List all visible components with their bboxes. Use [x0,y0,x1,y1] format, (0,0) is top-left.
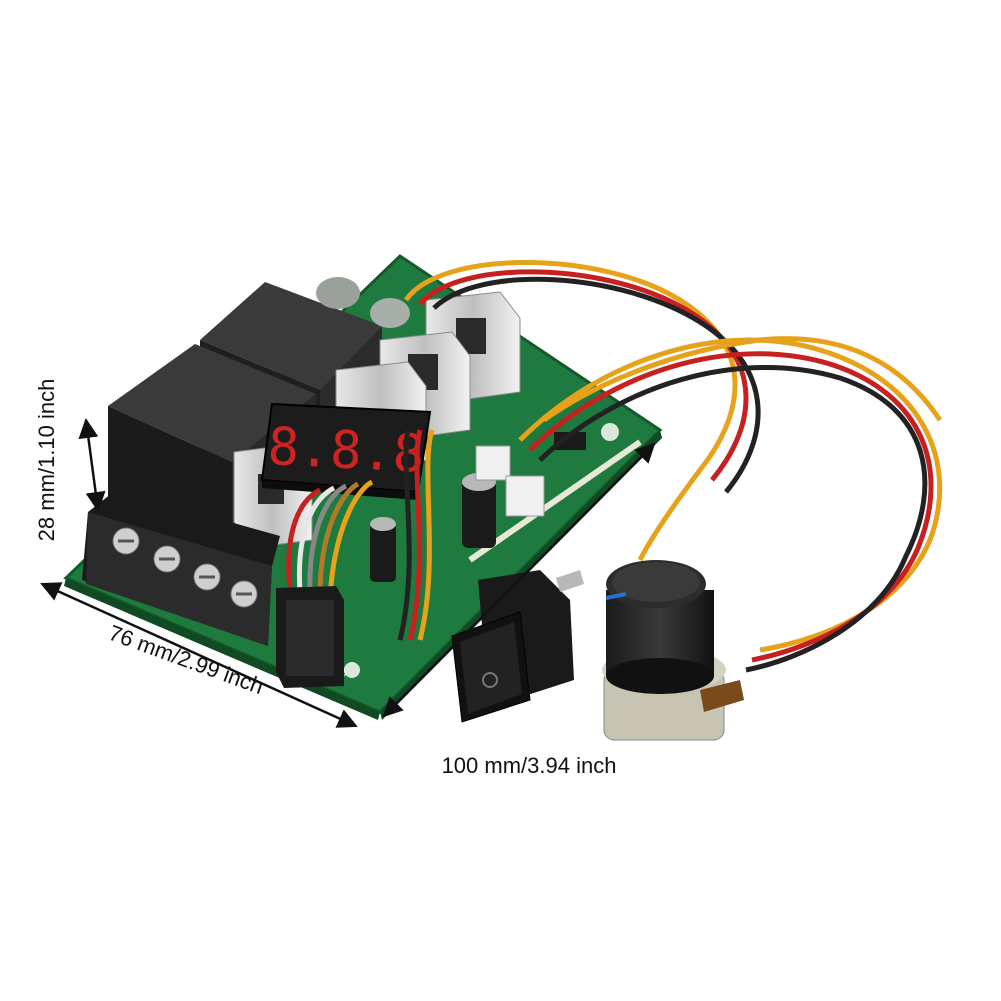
pin-header [276,586,344,688]
length-arrow [382,442,656,718]
height-dimension-label: 28 mm/1.10 inch [34,378,59,542]
potentiometer-wires [403,260,943,673]
potentiometer [602,560,744,741]
height-arrow [78,418,106,512]
length-dimension-label: 100 mm/3.94 inch [441,753,617,778]
dimension-arrows [40,418,656,728]
width-arrow [40,582,358,728]
display-digits: 8.8.8 [266,417,425,485]
